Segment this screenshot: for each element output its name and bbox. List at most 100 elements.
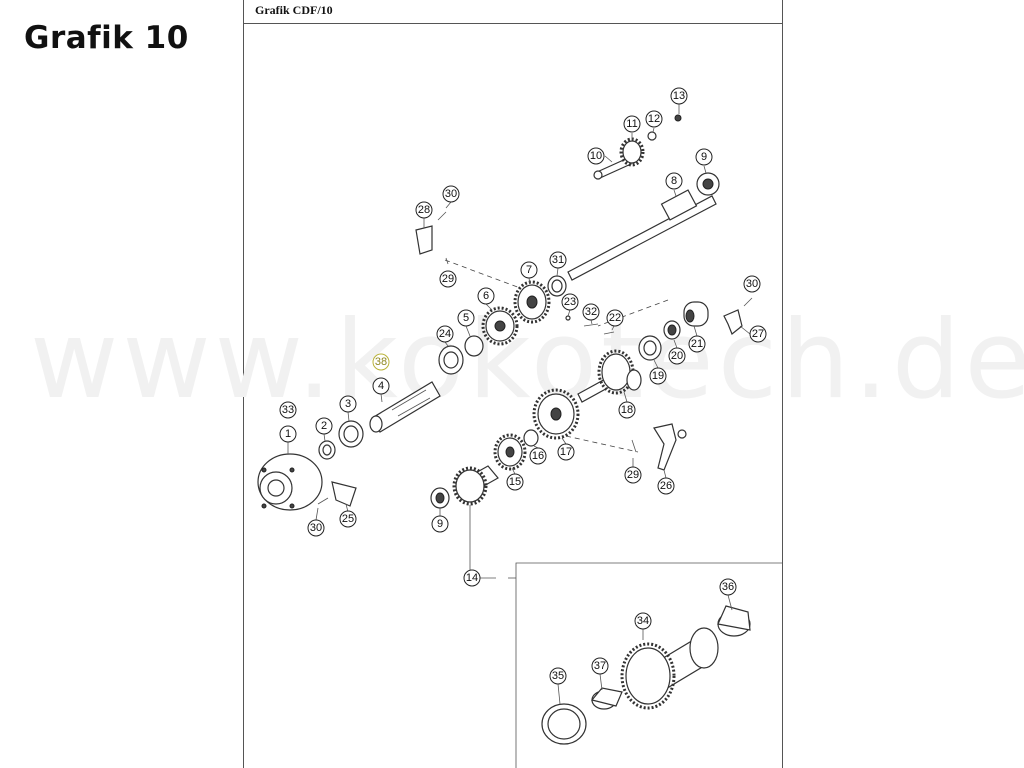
callout-19: 19 [649,367,667,385]
callout-37: 37 [591,657,609,675]
callout-28: 28 [415,201,433,219]
svg-text:27: 27 [752,328,764,340]
svg-text:15: 15 [509,476,521,488]
svg-text:29: 29 [627,469,639,481]
gear-15 [493,433,527,471]
page-heading: Grafik 10 [24,20,189,56]
svg-text:31: 31 [552,254,564,266]
svg-text:1: 1 [285,428,291,440]
svg-text:30: 30 [310,522,322,534]
gear-7 [513,275,567,324]
svg-text:25: 25 [342,513,354,525]
svg-text:28: 28 [418,204,430,216]
callout-33: 33 [279,401,297,419]
svg-text:38: 38 [375,356,387,368]
callout-29-lower: 29 [624,466,642,484]
callout-18: 18 [618,401,636,419]
callout-14: 14 [463,569,481,587]
svg-text:26: 26 [660,480,672,492]
bearing-9-lower [430,487,450,509]
bearings-19-20-21 [638,301,709,361]
housing-1 [257,453,323,511]
svg-text:32: 32 [585,306,597,318]
callout-8: 8 [665,172,683,190]
ring-16 [523,429,539,447]
leader-14 [469,505,496,579]
callout-4: 4 [372,377,390,395]
svg-text:34: 34 [637,615,649,627]
svg-text:16: 16 [532,450,544,462]
callout-30-lower-left: 30 [307,519,325,537]
svg-text:21: 21 [691,338,703,350]
inset-bushing-37 [590,687,623,710]
main-shaft-8 [567,172,720,281]
callout-38-highlighted: 38 [372,353,390,371]
axis-29-lower [565,435,639,453]
svg-text:3: 3 [345,398,351,410]
callout-29-upper: 29 [439,270,457,288]
lower-shaft-14 [452,465,499,506]
cluster-gear-18 [577,349,642,403]
svg-text:12: 12 [648,113,660,125]
callout-2: 2 [315,417,333,435]
svg-text:4: 4 [378,380,384,392]
callout-9-upper: 9 [695,148,713,166]
callout-12: 12 [645,110,663,128]
callout-7: 7 [520,261,538,279]
axis-upper-right [597,299,669,327]
callout-23: 23 [561,293,579,311]
callout-21: 21 [688,335,706,353]
axis-29-upper [444,259,521,289]
svg-text:17: 17 [560,446,572,458]
bearing-3-seal-2 [318,420,364,460]
callout-leaders [287,104,751,705]
svg-text:22: 22 [609,312,621,324]
callout-11: 11 [623,115,641,133]
svg-text:9: 9 [437,518,443,530]
svg-text:10: 10 [590,150,602,162]
callout-36: 36 [719,578,737,596]
svg-text:8: 8 [671,175,677,187]
callout-30-right: 30 [743,275,761,293]
callout-31: 31 [549,251,567,269]
callout-6: 6 [477,287,495,305]
lever-27 [723,297,753,335]
input-shaft-4 [369,381,441,433]
inset-frame [515,562,783,768]
svg-text:6: 6 [483,290,489,302]
fork-28 [415,211,447,255]
inset-ring-35 [541,703,587,745]
svg-text:13: 13 [673,90,685,102]
panel-header: Grafik CDF/10 [244,0,782,24]
svg-text:30: 30 [746,278,758,290]
lever-26 [631,423,687,471]
pinion-shaft-10-11 [593,114,682,180]
callout-10: 10 [587,147,605,165]
callout-3: 3 [339,395,357,413]
svg-text:5: 5 [463,312,469,324]
callout-17: 17 [557,443,575,461]
svg-text:7: 7 [526,264,532,276]
callout-34: 34 [634,612,652,630]
svg-text:20: 20 [671,350,683,362]
callout-35: 35 [549,667,567,685]
svg-text:24: 24 [439,328,451,340]
callout-1: 1 [279,425,297,443]
svg-text:33: 33 [282,404,294,416]
callout-25: 25 [339,510,357,528]
svg-text:2: 2 [321,420,327,432]
svg-text:37: 37 [594,660,606,672]
callout-5: 5 [457,309,475,327]
callout-20: 20 [668,347,686,365]
watermark: www.kokotech.de [30,298,1024,423]
callout-24: 24 [436,325,454,343]
callout-13: 13 [670,87,688,105]
svg-text:11: 11 [626,118,637,130]
callout-16: 16 [529,447,547,465]
svg-text:36: 36 [722,581,734,593]
callout-15: 15 [506,473,524,491]
ring-5-bearing-24 [438,335,484,375]
callout-22: 22 [606,309,624,327]
callout-27: 27 [749,325,767,343]
